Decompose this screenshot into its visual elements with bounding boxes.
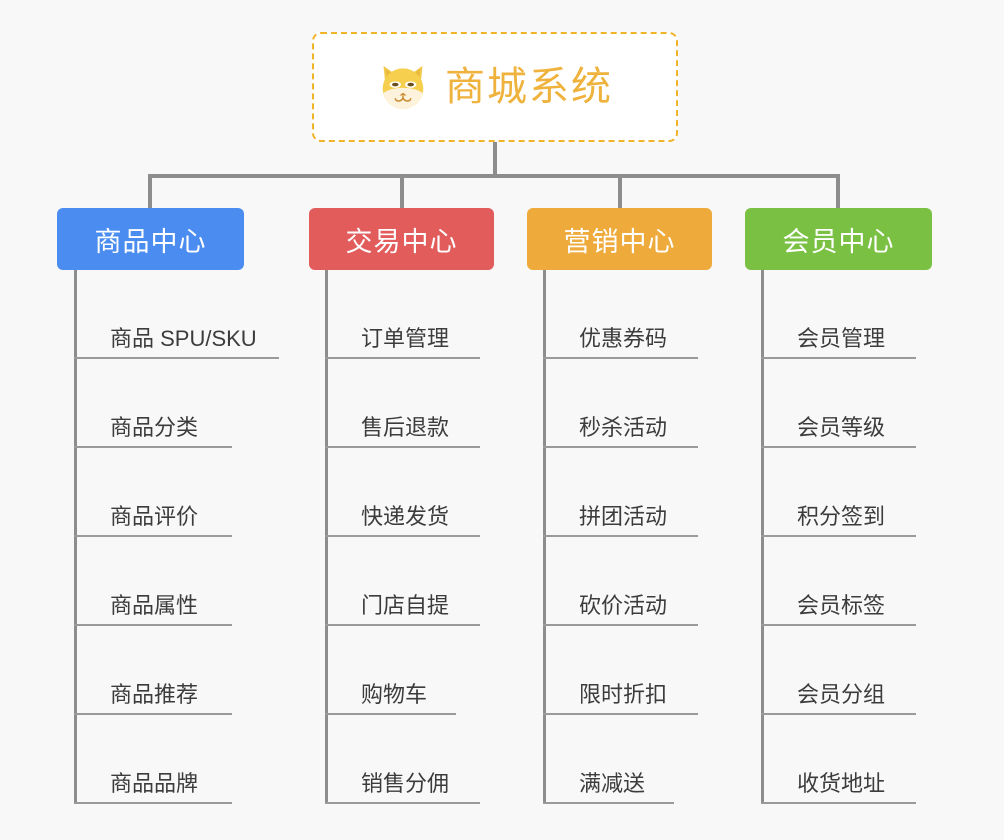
list-item[interactable]: 商品属性: [74, 537, 232, 626]
list-item-label: 会员等级: [797, 414, 886, 440]
shiba-dog-icon: [382, 65, 424, 109]
list-item[interactable]: 订单管理: [325, 270, 480, 359]
list-item[interactable]: 限时折扣: [543, 626, 698, 715]
list-item[interactable]: 满减送: [543, 715, 674, 804]
list-item[interactable]: 商品 SPU/SKU: [74, 270, 279, 359]
root-node[interactable]: 商城系统: [312, 32, 678, 142]
root-title: 商城系统: [445, 65, 613, 109]
list-item-label: 商品 SPU/SKU: [110, 325, 257, 351]
connector-root-stem: [493, 142, 497, 176]
list-item-label: 积分签到: [797, 503, 886, 529]
list-item[interactable]: 购物车: [325, 626, 456, 715]
list-item-label: 限时折扣: [579, 681, 668, 707]
list-item-label: 订单管理: [361, 325, 450, 351]
list-item-label: 会员标签: [797, 592, 886, 618]
column-trunk: [543, 270, 546, 804]
list-item[interactable]: 快递发货: [325, 448, 480, 537]
list-item[interactable]: 商品推荐: [74, 626, 232, 715]
connector-horizontal-bus: [150, 174, 840, 178]
list-item-label: 秒杀活动: [579, 414, 668, 440]
list-item-label: 收货地址: [797, 770, 886, 796]
category-label: 商品中心: [94, 226, 207, 257]
list-item[interactable]: 售后退款: [325, 359, 480, 448]
list-item[interactable]: 商品分类: [74, 359, 232, 448]
list-item[interactable]: 商品评价: [74, 448, 232, 537]
list-item-label: 拼团活动: [579, 503, 668, 529]
list-item[interactable]: 收货地址: [761, 715, 916, 804]
category-header-product-center[interactable]: 商品中心: [57, 208, 244, 270]
category-label: 营销中心: [563, 226, 676, 257]
list-item-label: 会员管理: [797, 325, 886, 351]
connector-drop-product-center: [148, 174, 152, 208]
connector-drop-trade-center: [400, 174, 404, 208]
list-item[interactable]: 销售分佣: [325, 715, 480, 804]
list-item[interactable]: 积分签到: [761, 448, 916, 537]
connector-drop-marketing-center: [618, 174, 622, 208]
list-item-label: 门店自提: [361, 592, 450, 618]
column-member-center: 会员管理 会员等级 积分签到 会员标签 会员分组 收货地址: [761, 270, 941, 810]
column-marketing-center: 优惠券码 秒杀活动 拼团活动 砍价活动 限时折扣 满减送: [543, 270, 723, 810]
list-item-label: 商品属性: [110, 592, 199, 618]
list-item[interactable]: 会员分组: [761, 626, 916, 715]
list-item-label: 商品推荐: [110, 681, 199, 707]
list-item[interactable]: 门店自提: [325, 537, 480, 626]
category-label: 交易中心: [345, 226, 458, 257]
list-item-label: 销售分佣: [361, 770, 450, 796]
list-item[interactable]: 砍价活动: [543, 537, 698, 626]
list-item-label: 购物车: [361, 681, 428, 707]
list-item-label: 优惠券码: [579, 325, 668, 351]
list-item[interactable]: 优惠券码: [543, 270, 698, 359]
category-header-marketing-center[interactable]: 营销中心: [527, 208, 712, 270]
list-item-label: 商品评价: [110, 503, 199, 529]
list-item-label: 满减送: [579, 770, 646, 796]
list-item-label: 商品品牌: [110, 770, 199, 796]
list-item-label: 售后退款: [361, 414, 450, 440]
list-item-label: 商品分类: [110, 414, 199, 440]
category-header-member-center[interactable]: 会员中心: [745, 208, 932, 270]
list-item[interactable]: 会员等级: [761, 359, 916, 448]
list-item-label: 会员分组: [797, 681, 886, 707]
list-item[interactable]: 商品品牌: [74, 715, 232, 804]
category-label: 会员中心: [782, 226, 895, 257]
list-item[interactable]: 秒杀活动: [543, 359, 698, 448]
column-trunk: [761, 270, 764, 804]
list-item[interactable]: 拼团活动: [543, 448, 698, 537]
column-trunk: [325, 270, 328, 804]
list-item[interactable]: 会员标签: [761, 537, 916, 626]
column-trade-center: 订单管理 售后退款 快递发货 门店自提 购物车 销售分佣: [325, 270, 505, 810]
connector-drop-member-center: [836, 174, 840, 208]
category-header-trade-center[interactable]: 交易中心: [309, 208, 494, 270]
list-item-label: 快递发货: [361, 503, 450, 529]
list-item[interactable]: 会员管理: [761, 270, 916, 359]
list-item-label: 砍价活动: [579, 592, 668, 618]
column-product-center: 商品 SPU/SKU 商品分类 商品评价 商品属性 商品推荐 商品品牌: [74, 270, 284, 810]
column-trunk: [74, 270, 77, 804]
